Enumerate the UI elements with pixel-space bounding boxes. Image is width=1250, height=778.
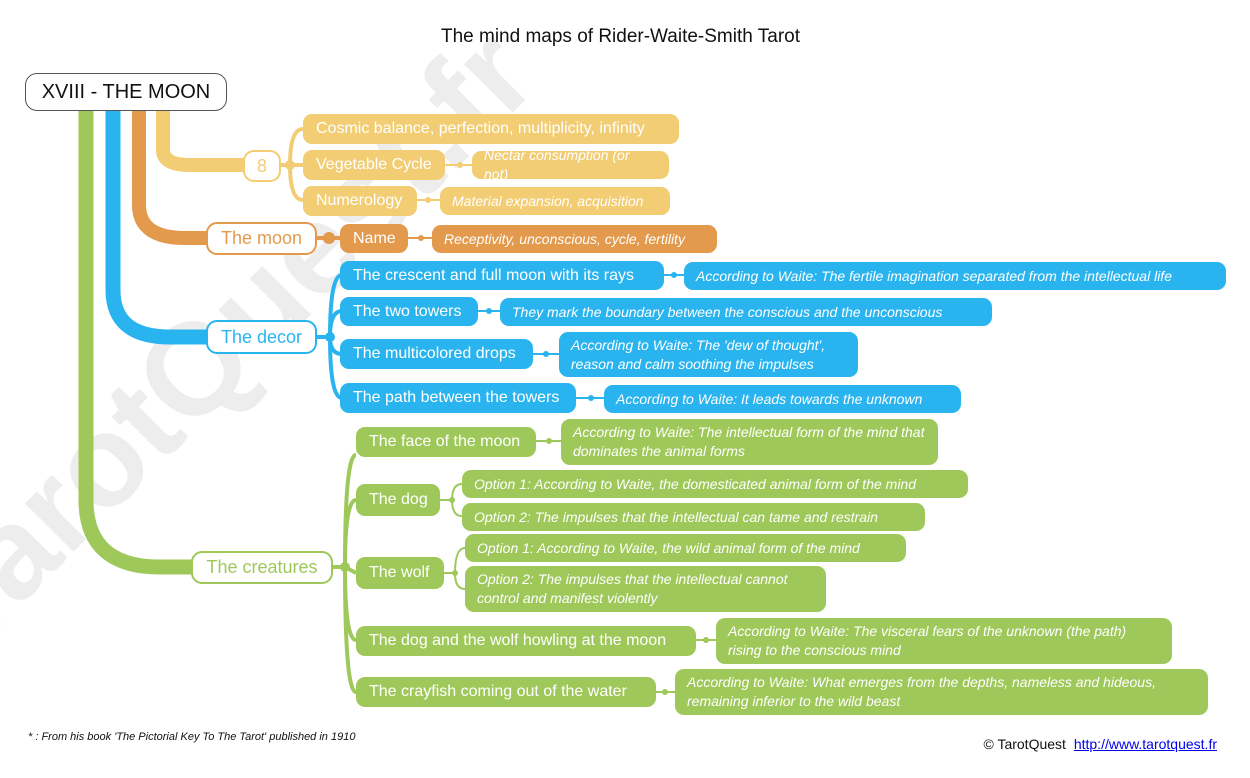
node-cosmic-balance[interactable]: Cosmic balance, perfection, multiplicity… [303,114,679,144]
note-dog-option-1: Option 1: According to Waite, the domest… [462,470,968,498]
note-name: Receptivity, unconscious, cycle, fertili… [432,225,717,253]
note-numerology: Material expansion, acquisition [440,187,670,215]
node-the-decor[interactable]: The decor [206,320,317,354]
website-link[interactable]: http://www.tarotquest.fr [1073,736,1217,752]
node-multicolored-drops[interactable]: The multicolored drops [340,339,533,369]
note-vegetable-cycle: Nectar consumption (or not) [472,147,669,182]
node-vegetable-cycle[interactable]: Vegetable Cycle [303,150,445,180]
note-face-of-moon: According to Waite: The intellectual for… [561,419,938,465]
node-face-of-moon[interactable]: The face of the moon [356,427,536,457]
node-two-towers[interactable]: The two towers [340,297,478,326]
copyright-text: © TarotQuest [983,736,1066,752]
note-path-between-towers: According to Waite: It leads towards the… [604,385,961,413]
node-the-wolf[interactable]: The wolf [356,557,444,589]
note-two-towers: They mark the boundary between the consc… [500,298,992,326]
node-name[interactable]: Name [340,224,408,253]
note-dog-option-2: Option 2: The impulses that the intellec… [462,503,925,531]
note-crescent: According to Waite: The fertile imaginat… [684,262,1226,290]
node-the-moon[interactable]: The moon [206,222,317,255]
note-crayfish: According to Waite: What emerges from th… [675,669,1208,715]
page-title: The mind maps of Rider-Waite-Smith Tarot [440,26,800,47]
node-crescent[interactable]: The crescent and full moon with its rays [340,261,664,290]
note-dog-wolf-howling: According to Waite: The visceral fears o… [716,618,1172,664]
node-crayfish[interactable]: The crayfish coming out of the water [356,677,656,707]
node-the-dog[interactable]: The dog [356,484,440,516]
copyright: © TarotQuest http://www.tarotquest.fr [984,736,1218,752]
root-node[interactable]: XVIII - THE MOON [25,73,227,111]
node-the-creatures[interactable]: The creatures [191,551,333,584]
footnote: * : From his book 'The Pictorial Key To … [28,731,356,743]
node-8[interactable]: 8 [243,150,281,182]
note-multicolored-drops: According to Waite: The 'dew of thought'… [559,332,858,377]
note-wolf-option-1: Option 1: According to Waite, the wild a… [465,534,906,562]
node-path-between-towers[interactable]: The path between the towers [340,383,576,413]
note-wolf-option-2: Option 2: The impulses that the intellec… [465,566,826,612]
node-dog-wolf-howling[interactable]: The dog and the wolf howling at the moon [356,626,696,656]
node-numerology[interactable]: Numerology [303,186,417,216]
